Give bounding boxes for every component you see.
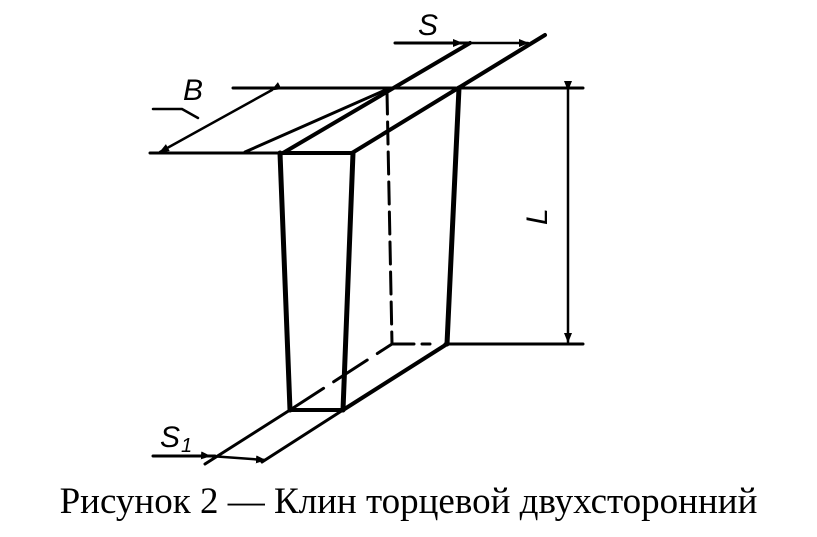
bottom-hidden-diagonal <box>288 342 394 412</box>
label-s1: S <box>160 421 180 454</box>
label-b: B <box>183 74 203 107</box>
figure-caption: Рисунок 2 — Клин торцевой двухсторонний <box>59 481 758 522</box>
s1-dimension-line <box>200 451 267 464</box>
front-left-edge <box>277 150 293 413</box>
hidden-edge <box>385 90 394 346</box>
b-dimension-line <box>158 82 282 154</box>
b-leader <box>151 107 200 120</box>
label-s: S <box>418 9 438 42</box>
top-back-diagonal <box>281 41 472 155</box>
top-front-diagonal <box>350 33 547 155</box>
label-l: L <box>521 208 554 225</box>
bottom-right-diagonal <box>260 408 345 464</box>
front-right-edge <box>340 150 356 413</box>
back-right-edge <box>444 85 462 347</box>
bottom-front-diagonal <box>341 342 449 412</box>
wedge-diagram: B S L S 1 <box>148 9 585 466</box>
label-s1-subscript: 1 <box>181 435 192 457</box>
